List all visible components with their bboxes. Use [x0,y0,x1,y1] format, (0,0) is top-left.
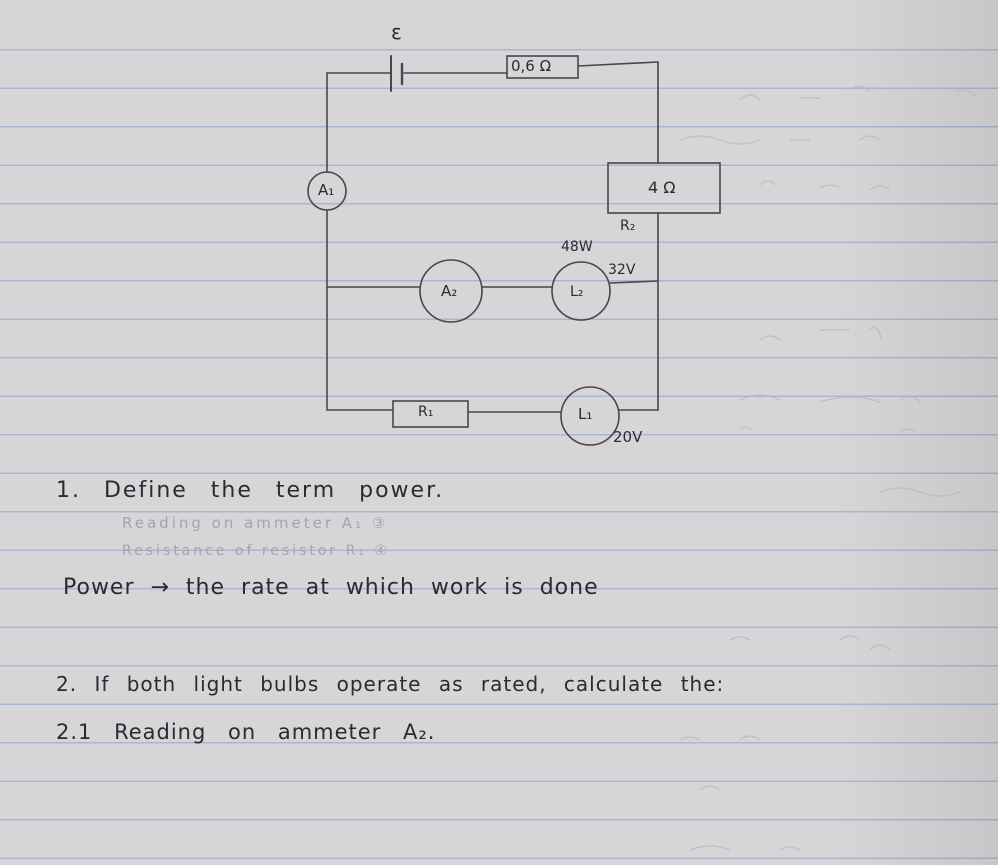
bulb-l2-power: 48W [561,239,593,255]
ammeter-a1-circle [307,171,347,211]
bulb-l1-label: L₁ [578,405,593,423]
wire-top-right [577,61,659,67]
resistor-r2-box [607,162,721,214]
page-shadow [838,0,998,865]
ammeter-a2-label: A₂ [441,282,458,300]
question-1-faint-note-1: Reading on ammeter A₁ ③ [122,514,389,532]
question-1-faint-note-2: Resistance of resistor R₁ ④ [122,543,390,559]
wire-mid-right [609,280,659,284]
bulb-l1-voltage: 20V [613,428,643,446]
resistor-r2-value: 4 Ω [648,178,676,197]
internal-resistor-box [506,55,579,79]
question-1: 1. Define the term power. [56,478,445,503]
question-2-1: 2.1 Reading on ammeter A₂. [56,720,436,744]
ammeter-a1-label: A₁ [318,181,335,199]
answer-1: Power → the rate at which work is done [63,575,599,600]
resistor-r1-label: R₁ [418,404,434,420]
internal-resistance-label: 0,6 Ω [511,57,552,75]
question-2: 2. If both light bulbs operate as rated,… [56,672,725,696]
bulb-l1-circle [560,386,620,446]
bulb-l2-circle [551,261,611,321]
erased-marks [679,85,976,851]
bulb-l2-voltage: 32V [608,262,636,278]
bulb-l2-label: L₂ [570,284,584,300]
resistor-r2-label: R₂ [620,218,636,234]
resistor-r1-box [392,400,469,428]
emf-label: ε [391,20,402,44]
ammeter-a2-circle [419,259,483,323]
